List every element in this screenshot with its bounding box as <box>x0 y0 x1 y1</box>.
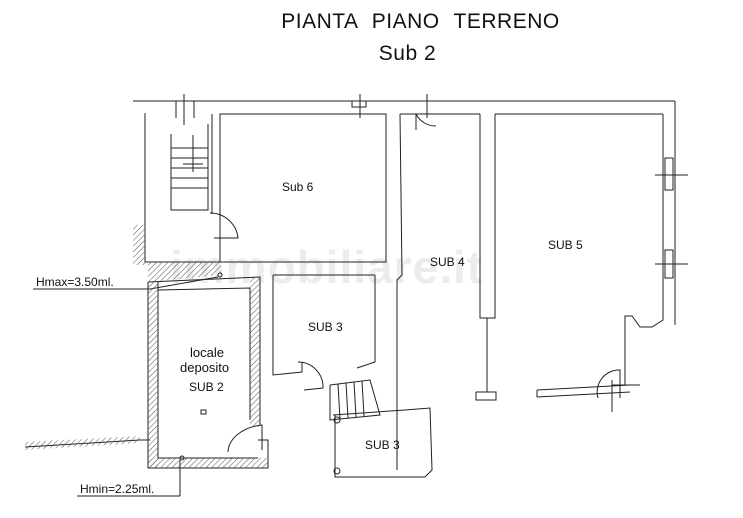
plan-subtitle: Sub 2 <box>378 42 437 65</box>
hmax-annotation: Hmax=3.50ml. <box>36 275 114 289</box>
room-label-sub5: SUB 5 <box>548 238 583 252</box>
room-label-sub6: Sub 6 <box>282 180 314 194</box>
room-label-sub2-line3: SUB 2 <box>189 380 224 394</box>
room-label-sub3-upper: SUB 3 <box>308 320 343 334</box>
room-label-sub2-line1: locale <box>190 345 224 360</box>
hmin-annotation: Hmin=2.25ml. <box>80 482 155 496</box>
room-label-sub4: SUB 4 <box>430 255 465 269</box>
room-label-sub2-line2: deposito <box>180 360 230 375</box>
room-label-sub3-lower: SUB 3 <box>365 438 400 452</box>
plan-title: PIANTA PIANO TERRENO <box>281 10 560 33</box>
watermark: immobiliare.it <box>170 241 484 293</box>
